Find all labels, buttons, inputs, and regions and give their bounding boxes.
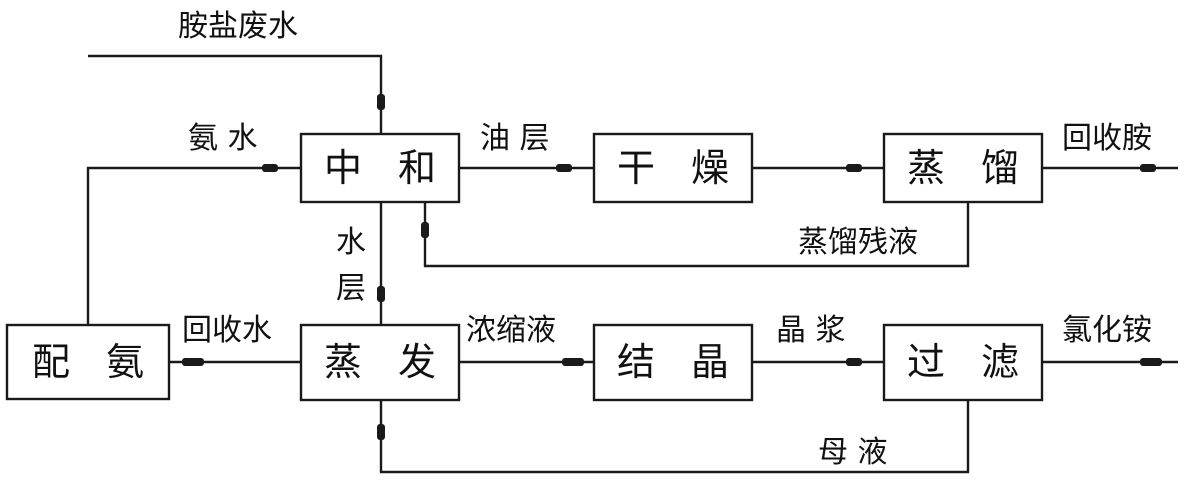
label-mother-liquor: 母 液	[818, 435, 888, 470]
label-concentrate: 浓缩液	[466, 313, 556, 348]
label-ammonia-water: 氨 水	[188, 121, 258, 156]
flow-marker	[556, 164, 572, 172]
box-zhonghe: 中 和	[299, 132, 461, 204]
box-peian-label: 配 氨	[32, 340, 156, 384]
box-guolv: 过 滤	[882, 323, 1044, 402]
box-zhengfa: 蒸 发	[299, 323, 461, 402]
box-peian: 配 氨	[5, 323, 171, 401]
label-water-layer-2: 层	[336, 271, 366, 306]
flow-marker	[1140, 164, 1156, 172]
flow-marker	[182, 358, 204, 366]
box-jiejing-label: 结 晶	[617, 340, 741, 384]
label-recovered-water: 回收水	[182, 313, 272, 348]
box-zhengliu: 蒸 馏	[882, 132, 1044, 204]
flow-marker	[377, 424, 385, 440]
label-ammonium-chloride: 氯化铵	[1062, 313, 1152, 348]
flow-marker	[421, 222, 429, 238]
flow-marker	[846, 164, 862, 172]
ammonia-water-line	[86, 166, 301, 325]
flow-marker	[377, 286, 385, 302]
label-water-layer-1: 水	[336, 225, 366, 260]
box-guolv-label: 过 滤	[907, 340, 1031, 384]
box-ganzao-label: 干 燥	[617, 146, 741, 190]
flow-marker	[1140, 358, 1162, 366]
box-ganzao: 干 燥	[592, 132, 754, 204]
box-zhonghe-label: 中 和	[324, 146, 448, 190]
flow-marker	[562, 358, 584, 366]
box-jiejing: 结 晶	[592, 323, 754, 402]
flow-marker	[377, 94, 385, 110]
label-slurry: 晶 浆	[776, 313, 846, 348]
label-oil-layer: 油 层	[480, 121, 550, 156]
box-zhengfa-label: 蒸 发	[324, 340, 448, 384]
flow-marker	[846, 358, 862, 366]
flow-marker	[262, 164, 278, 172]
label-feed: 胺盐废水	[178, 9, 298, 44]
label-recovered-amine: 回收胺	[1062, 121, 1152, 156]
box-zhengliu-label: 蒸 馏	[907, 146, 1031, 190]
label-distill-residue: 蒸馏残液	[798, 225, 918, 260]
